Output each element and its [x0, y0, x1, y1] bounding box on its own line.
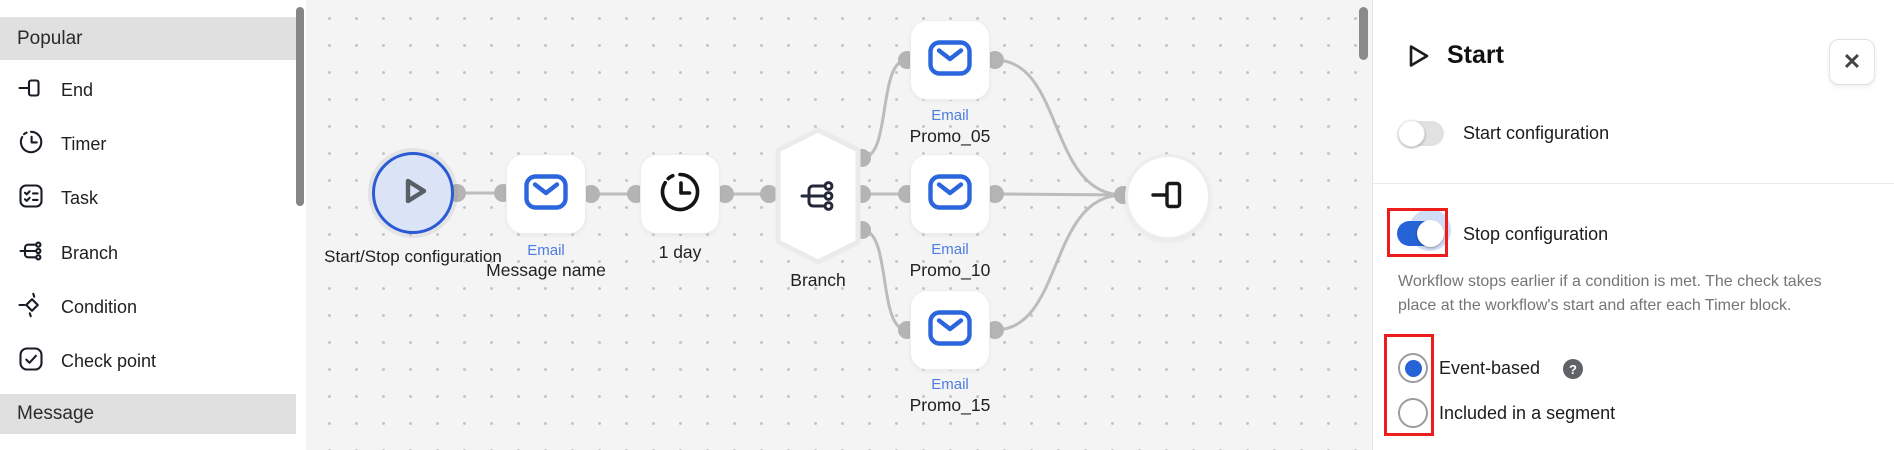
help-glyph: ? — [1569, 361, 1577, 377]
node-type-label: Email — [931, 376, 969, 393]
node-name-label: Promo_05 — [909, 126, 991, 146]
checkpoint-icon — [16, 344, 46, 379]
toggle-knob — [1417, 220, 1444, 247]
canvas-scrollbar[interactable] — [1359, 7, 1368, 60]
block-library-sidebar: Popular End Timer — [0, 0, 306, 450]
node-name-label: Promo_15 — [909, 395, 991, 415]
sidebar-item-condition[interactable]: Condition — [0, 280, 312, 334]
annotation-box-stop-toggle — [1387, 208, 1448, 257]
section-label: Popular — [17, 27, 83, 49]
radio-event-based-label: Event-based — [1439, 358, 1541, 378]
node-timer-label: 1 day — [658, 242, 702, 262]
node-branch-label: Branch — [790, 270, 846, 290]
panel-title: Start — [1447, 41, 1504, 69]
close-icon: ✕ — [1842, 49, 1862, 74]
close-button[interactable]: ✕ — [1829, 39, 1875, 85]
node-email-promo-15[interactable] — [911, 291, 989, 369]
sidebar-item-label: Condition — [61, 296, 138, 317]
branch-icon — [16, 236, 46, 271]
section-label: Message — [17, 403, 95, 424]
sidebar-item-label: Task — [61, 187, 99, 208]
sidebar-item-label: Timer — [61, 133, 107, 154]
workflow-canvas[interactable]: Start/Stop configuration Email Message n… — [306, 0, 1372, 450]
stop-configuration-description: Workflow stops earlier if a condition is… — [1398, 273, 1822, 314]
sidebar-item-label: Check point — [61, 350, 157, 371]
annotation-box-radios — [1384, 334, 1434, 436]
node-type-label: Email — [931, 107, 969, 124]
email-icon — [523, 173, 569, 216]
sidebar-item-task[interactable]: Task — [0, 171, 312, 225]
divider — [1373, 183, 1894, 184]
node-end[interactable] — [1125, 154, 1211, 240]
task-icon — [16, 181, 46, 216]
play-icon — [397, 173, 433, 214]
sidebar-scrollbar[interactable] — [296, 7, 304, 206]
node-type-label: Email — [527, 242, 565, 259]
node-branch[interactable] — [774, 126, 862, 271]
sidebar-item-label: Branch — [61, 242, 119, 263]
sidebar-item-branch[interactable]: Branch — [0, 226, 312, 280]
node-start[interactable] — [372, 152, 454, 234]
email-icon — [927, 173, 973, 216]
sidebar-item-label: End — [61, 79, 94, 100]
branch-icon — [800, 181, 834, 211]
start-configuration-toggle[interactable] — [1398, 120, 1444, 147]
condition-icon — [16, 290, 46, 325]
radio-included-in-segment[interactable] — [1398, 398, 1428, 428]
play-icon — [1403, 41, 1433, 76]
toggle-knob — [1398, 120, 1425, 147]
email-icon — [927, 39, 973, 82]
node-timer[interactable] — [641, 155, 719, 233]
end-icon — [1148, 175, 1188, 220]
node-start-label: Start/Stop configuration — [324, 247, 502, 266]
start-settings-panel: Start ✕ Start configuration Stop configu… — [1372, 0, 1894, 450]
radio-event-based[interactable] — [1398, 353, 1428, 383]
node-email-promo-10[interactable] — [911, 155, 989, 233]
timer-icon — [16, 127, 46, 162]
sidebar-item-timer[interactable]: Timer — [0, 117, 312, 171]
radio-included-in-segment-label: Included in a segment — [1439, 403, 1616, 423]
end-icon — [16, 73, 46, 108]
node-name-label: Message name — [486, 260, 606, 280]
node-email-message-name[interactable] — [507, 155, 585, 233]
sidebar-item-end[interactable]: End — [0, 63, 312, 117]
email-icon — [927, 309, 973, 352]
node-type-label: Email — [931, 241, 969, 258]
stop-configuration-label: Stop configuration — [1463, 224, 1609, 244]
start-configuration-label: Start configuration — [1463, 123, 1610, 143]
section-header-popular: Popular — [0, 17, 296, 60]
radio-selected-dot — [1404, 359, 1422, 377]
timer-icon — [657, 169, 703, 220]
sidebar-item-check-point[interactable]: Check point — [0, 334, 312, 388]
help-icon[interactable]: ? — [1563, 359, 1583, 379]
stop-configuration-toggle[interactable] — [1397, 220, 1444, 247]
section-header-message: Message — [0, 394, 296, 434]
node-name-label: Promo_10 — [909, 260, 991, 280]
node-email-promo-05[interactable] — [911, 21, 989, 99]
